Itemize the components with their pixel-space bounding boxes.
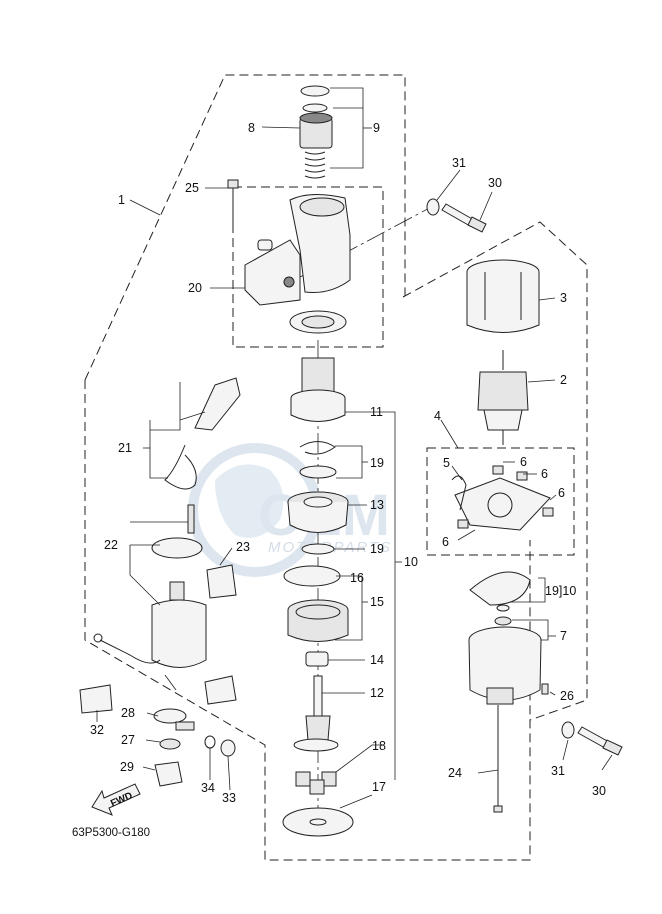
callout-30-lower: 30 (592, 784, 606, 798)
callout-31-lower: 31 (551, 764, 565, 778)
callout-19-upper: 19 (370, 456, 384, 470)
callout-30-upper: 30 (488, 176, 502, 190)
callout-4: 4 (434, 409, 441, 423)
part-plate-17-hole (309, 818, 327, 826)
callout-11: 11 (370, 405, 383, 419)
callout-9: 9 (373, 121, 380, 135)
callout-12: 12 (370, 686, 384, 700)
callout-24: 24 (448, 766, 462, 780)
part-brush-holder (451, 465, 554, 531)
callout-29: 29 (120, 760, 134, 774)
callout-8: 8 (248, 121, 255, 135)
callout-6-a: 6 (520, 455, 527, 469)
part-label-32 (79, 684, 113, 714)
callout-34: 34 (201, 781, 215, 795)
part-cover-23 (206, 564, 237, 599)
callout-16: 16 (350, 571, 364, 585)
part-front-bracket (244, 194, 351, 334)
part-armature (477, 350, 529, 445)
part-armature-shaft (293, 675, 339, 752)
part-plate-right (469, 571, 531, 612)
callout-14: 14 (370, 653, 384, 667)
callout-6-b: 6 (541, 467, 548, 481)
part-small-hardware (153, 708, 236, 787)
callout-19-lower: 19 (370, 542, 384, 556)
callout-5: 5 (443, 456, 450, 470)
callout-6-c: 6 (558, 486, 565, 500)
part-gear-carrier (287, 491, 349, 533)
callout-20: 20 (188, 281, 202, 295)
callout-25: 25 (185, 181, 199, 195)
callout-28: 28 (121, 706, 135, 720)
part-rear-cover (468, 616, 549, 705)
part-lever-spring (164, 377, 241, 490)
callout-18: 18 (372, 739, 386, 753)
callout-15: 15 (370, 595, 384, 609)
callout-22: 22 (104, 538, 118, 552)
fwd-arrow-icon: FWD (91, 783, 141, 816)
callout-31-upper: 31 (452, 156, 466, 170)
part-clip-washer (299, 441, 337, 479)
callout-6-d: 6 (442, 535, 449, 549)
part-washer-bolt-lower (561, 721, 623, 756)
part-boot (204, 675, 237, 705)
part-planet-gears (295, 771, 337, 795)
part-bushing-14 (305, 651, 329, 667)
part-pinion-kit (299, 85, 333, 179)
callout-32: 32 (90, 723, 104, 737)
leader-lines (96, 87, 613, 809)
part-through-bolt-head (493, 805, 503, 813)
callout-1: 1 (118, 193, 125, 207)
part-internal-gear (283, 565, 349, 642)
part-solenoid (93, 504, 207, 668)
callout-3: 3 (560, 291, 567, 305)
callout-23: 23 (236, 540, 250, 554)
part-washer-bolt-upper (426, 198, 487, 233)
callout-21: 21 (118, 441, 132, 455)
diagram-code: 63P5300-G180 (72, 827, 150, 839)
group-outlines (84, 74, 588, 861)
callout-13: 13 (370, 498, 384, 512)
part-plate-17 (282, 807, 354, 837)
part-shaft-gear (290, 357, 346, 422)
part-bolt-25 (227, 179, 239, 225)
callout-26: 26 (560, 689, 574, 703)
part-yoke (466, 259, 540, 333)
callout-17: 17 (372, 780, 386, 794)
part-washer-19 (301, 543, 335, 555)
fwd-label: FWD (109, 790, 134, 809)
callout-2: 2 (560, 373, 567, 387)
callout-33: 33 (222, 791, 236, 805)
bolt-axis (284, 204, 436, 286)
callout-7: 7 (560, 629, 567, 643)
callout-10: 10 (404, 555, 418, 569)
callout-labels: 1 8 9 25 20 31 30 3 2 4 5 6 6 6 6 19]10 … (90, 121, 606, 805)
callout-19-10: 19]10 (545, 584, 576, 598)
callout-27: 27 (121, 733, 135, 747)
